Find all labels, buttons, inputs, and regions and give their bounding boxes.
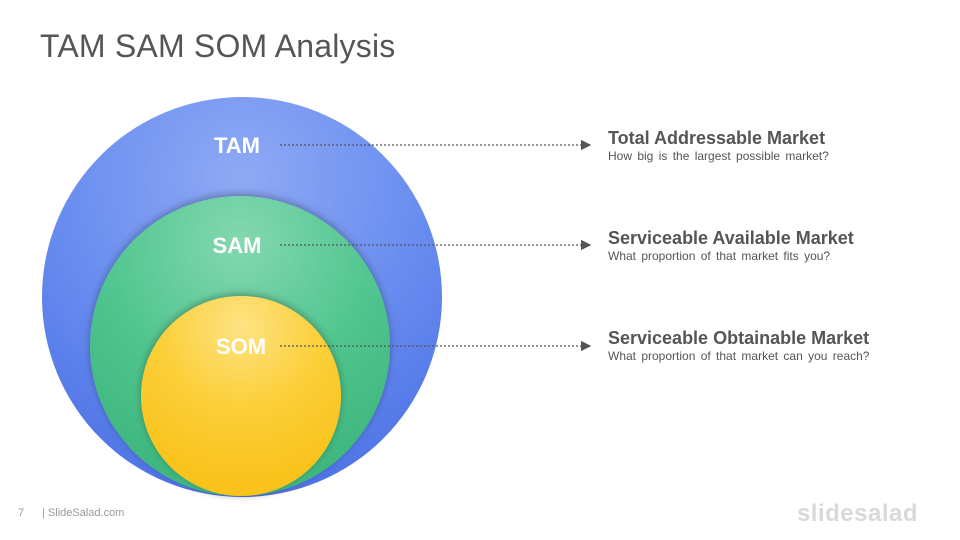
som-heading: Serviceable Obtainable Market [608, 328, 870, 348]
page-number: 7 [18, 507, 25, 519]
sam-label: SAM [213, 233, 262, 258]
slide-title: TAM SAM SOM Analysis [40, 28, 396, 64]
tam-question: How big is the largest possible market? [608, 149, 829, 163]
slidesalad-logo: slidesalad [796, 500, 918, 527]
tam-description: Total Addressable Market How big is the … [608, 128, 829, 164]
tam-label: TAM [214, 133, 260, 158]
som-label: SOM [216, 334, 266, 359]
tam-heading: Total Addressable Market [608, 128, 826, 148]
som-circle [141, 296, 341, 496]
sam-question: What proportion of that market fits you? [608, 249, 831, 263]
footer-brand: | SlideSalad.com [42, 507, 125, 519]
sam-description: Serviceable Available Market What propor… [608, 228, 854, 264]
som-description: Serviceable Obtainable Market What propo… [608, 328, 869, 364]
som-question: What proportion of that market can you r… [608, 349, 870, 363]
sam-heading: Serviceable Available Market [608, 228, 854, 248]
